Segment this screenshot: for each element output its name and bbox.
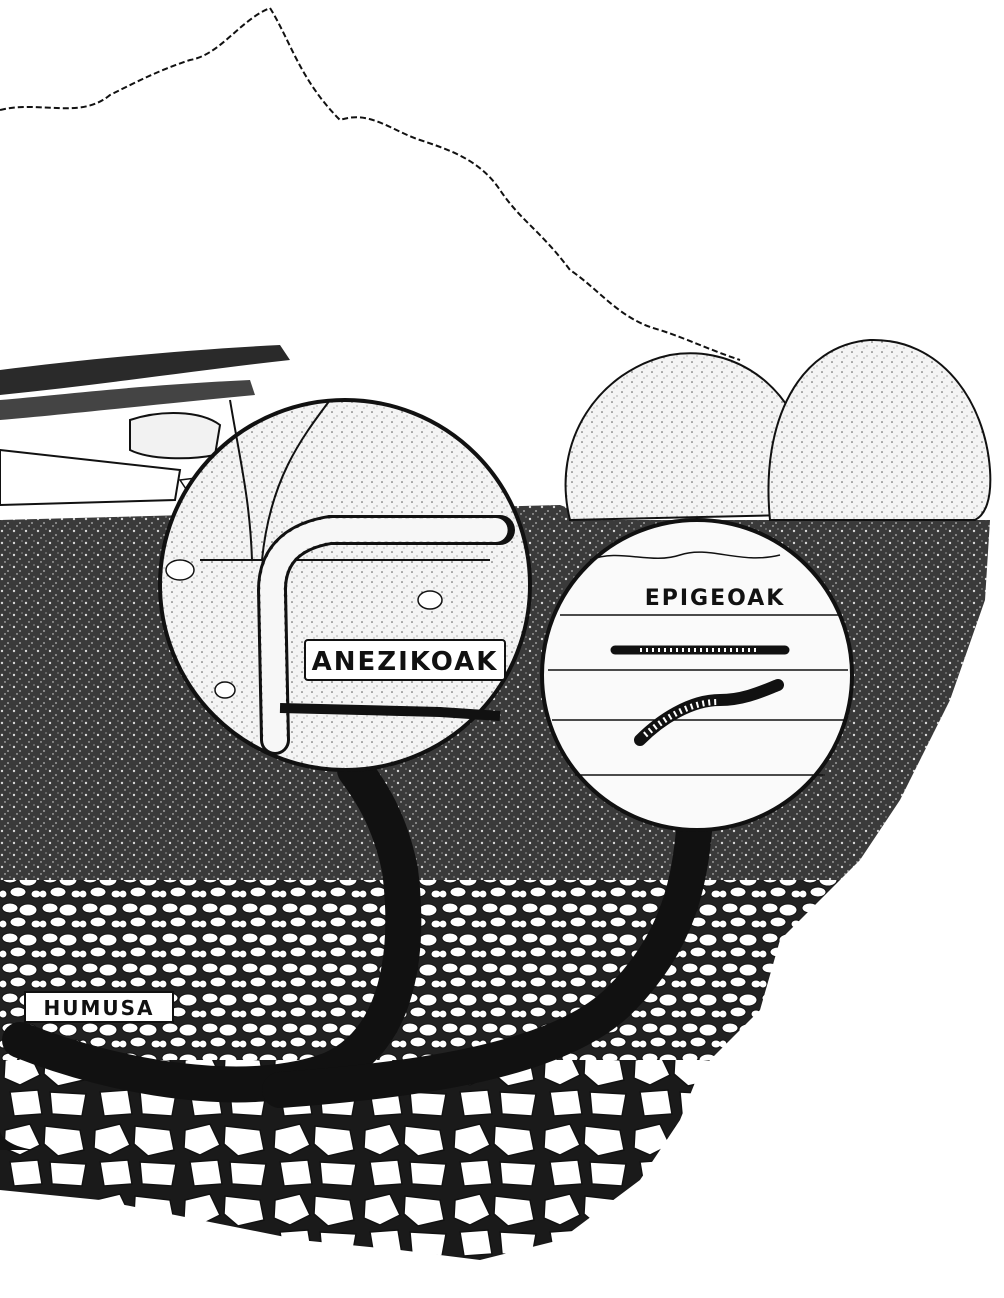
anecic-magnifier: ANEZIKOAK bbox=[160, 400, 530, 770]
sky-outline bbox=[0, 8, 740, 360]
epigeic-magnifier: EPIGEOAK bbox=[542, 520, 852, 830]
bedrock-layer bbox=[0, 1060, 1004, 1298]
humus-label-group: HUMUSA bbox=[25, 992, 173, 1022]
surface-boulders bbox=[566, 340, 991, 520]
anecic-label: ANEZIKOAK bbox=[312, 647, 499, 677]
epigeic-label: EPIGEOAK bbox=[645, 586, 786, 611]
humus-label: HUMUSA bbox=[43, 996, 154, 1020]
pebble-layer bbox=[0, 880, 1004, 1060]
